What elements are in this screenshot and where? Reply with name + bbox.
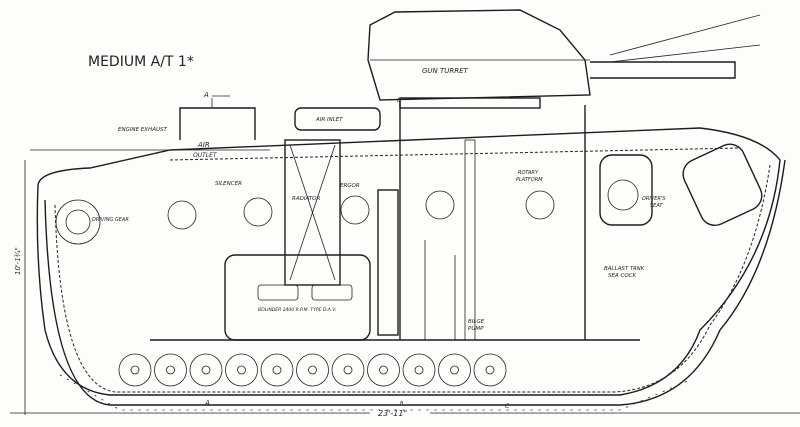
label-air-outlet-2: OUTLET [193,152,218,159]
length-dimension: 23'-11" [378,409,407,418]
label-engine-exhaust: ENGINE EXHAUST [118,127,167,133]
label-drivers-seat-1: DRIVER'S [642,196,666,202]
driving-sprocket [55,199,101,245]
engine-cylinder [311,284,353,301]
section-mark-a-bottom: A [204,399,210,407]
label-rotary-platform-2: PLATFORM [516,177,543,183]
road-wheel [308,365,317,375]
gun-depression-line [609,44,761,63]
road-wheel [237,365,246,375]
gun-barrel [590,61,736,79]
engine-block [224,254,371,341]
gun-elevation-line [609,14,761,56]
driver-hatch [599,154,653,226]
radiator-box [284,139,341,286]
roof-line [169,147,741,161]
label-air-inlet: AIR INLET [315,117,343,123]
port-circle [525,190,555,220]
bulkhead [377,189,399,336]
front-hatch [682,143,763,227]
road-wheel [379,365,388,375]
road-wheel [118,353,152,387]
road-wheel [450,365,459,375]
label-radiator: RADIATOR [292,196,320,202]
port-circle [167,200,197,230]
air-inlet-cowl [294,107,381,131]
track-outer [44,159,786,406]
label-drivers-seat-2: SEAT [650,203,663,209]
road-wheel [296,353,329,387]
label-pump: PUMP [468,326,484,332]
road-wheel [402,353,436,387]
track-inner [54,164,771,393]
road-wheel [154,353,187,387]
road-wheel [473,353,507,387]
road-wheel [343,365,353,375]
port-circle [425,190,455,220]
driving-sprocket-hub [65,209,91,235]
port-circle [243,197,273,227]
road-wheel [201,365,211,375]
label-driving-gear: DRIVING GEAR [92,217,129,223]
hull-outline [36,127,781,396]
road-wheel [367,353,400,387]
label-engine: BOLINDER 2400 R.P.M. TYPE D.A.V. [258,307,336,313]
label-sea-cock: SEA COCK [608,273,636,279]
road-wheels [118,353,507,387]
port-circle [607,179,639,211]
gun-turret [367,9,591,101]
label-silencer: SILENCER [215,181,242,187]
exhaust-cowl [179,107,256,140]
port-circle [340,195,370,225]
radiator-strut [289,144,336,281]
height-dimension: 10'-1¾" [14,247,22,275]
section-mark-b-bottom: B [400,401,404,407]
label-gun-turret: GUN TURRET [422,67,469,75]
road-wheel [166,365,175,375]
road-wheel [130,365,140,375]
section-mark-a-top: A [203,91,209,99]
label-air-outlet-1: AIR [197,141,210,149]
road-wheel [331,353,365,387]
turret-column [464,139,476,341]
road-wheel [260,353,294,387]
road-wheel [189,353,223,387]
label-ballast-tank: BALLAST TANK [604,266,645,272]
road-wheel [414,365,424,375]
label-rotary-platform-1: ROTARY [518,170,539,176]
road-wheel [225,353,258,387]
label-ergor: ERGOR [340,183,360,189]
label-bilge: BILGE [468,319,485,325]
section-mark-b-top: B [397,98,401,104]
section-mark-c: C [505,403,510,410]
road-wheel [485,365,495,375]
road-wheel [438,353,471,387]
road-wheel [272,365,282,375]
drawing-title: MEDIUM A/T 1* [88,54,194,70]
engine-cylinder [257,284,299,301]
